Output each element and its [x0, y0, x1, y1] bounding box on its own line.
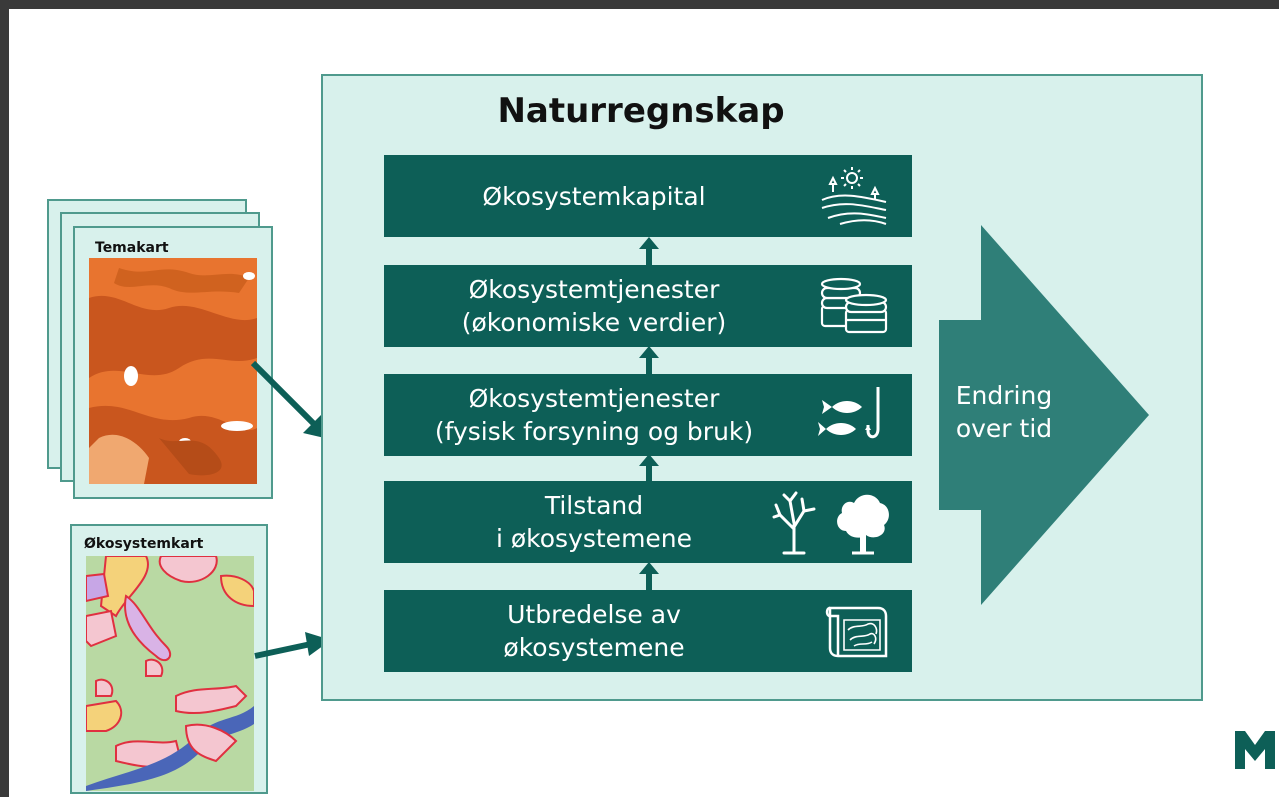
layer-label-line: Økosystemkapital [482, 181, 706, 211]
layer-label-line: økosystemene [503, 633, 685, 662]
layer-label-line: Tilstand [544, 491, 644, 520]
up-arrow-2 [639, 346, 659, 376]
change-label-line: Endring [955, 381, 1053, 410]
coins-icon [820, 277, 888, 334]
change-over-time-label: Endring over tid [939, 379, 1069, 445]
layer-okosystemtjenester-fysisk: Økosystemtjenester (fysisk forsyning og … [384, 374, 912, 456]
temakart-card: Temakart [73, 226, 273, 499]
layer-label-line: Utbredelse av [507, 600, 681, 629]
layer-label-line: i økosystemene [495, 524, 693, 553]
layer-tilstand: Tilstand i økosystemene [384, 481, 912, 563]
layer-label-line: Økosystemtjenester [468, 384, 720, 413]
temakart-title: Temakart [95, 240, 169, 256]
temakart-map-image [89, 258, 257, 484]
diagram-canvas: Temakart Økosystemkart [9, 9, 1279, 797]
up-arrow-3 [639, 454, 659, 484]
change-label-line: over tid [955, 414, 1053, 443]
layer-label-line: (fysisk forsyning og bruk) [434, 417, 754, 446]
okosystemkart-title: Økosystemkart [84, 536, 204, 552]
main-title: Naturregnskap [497, 91, 785, 131]
change-over-time-arrow [939, 225, 1149, 605]
layer-okosystemtjenester-okonomiske: Økosystemtjenester (økonomiske verdier) [384, 265, 912, 347]
logo-icon [1235, 731, 1275, 769]
layer-label-line: (økonomiske verdier) [461, 308, 727, 337]
okosystemkart-card: Økosystemkart [70, 524, 268, 794]
up-arrow-1 [639, 237, 659, 267]
layer-utbredelse: Utbredelse av økosystemene [384, 590, 912, 672]
layer-okosystemkapital: Økosystemkapital [384, 155, 912, 237]
layer-label-line: Økosystemtjenester [468, 275, 720, 304]
landscape-icon [821, 167, 887, 225]
fish-hook-icon [818, 387, 880, 439]
map-scroll-icon [825, 606, 888, 658]
okosystemkart-map-image [86, 556, 254, 791]
trees-icon [772, 491, 889, 555]
up-arrow-4 [639, 562, 659, 592]
